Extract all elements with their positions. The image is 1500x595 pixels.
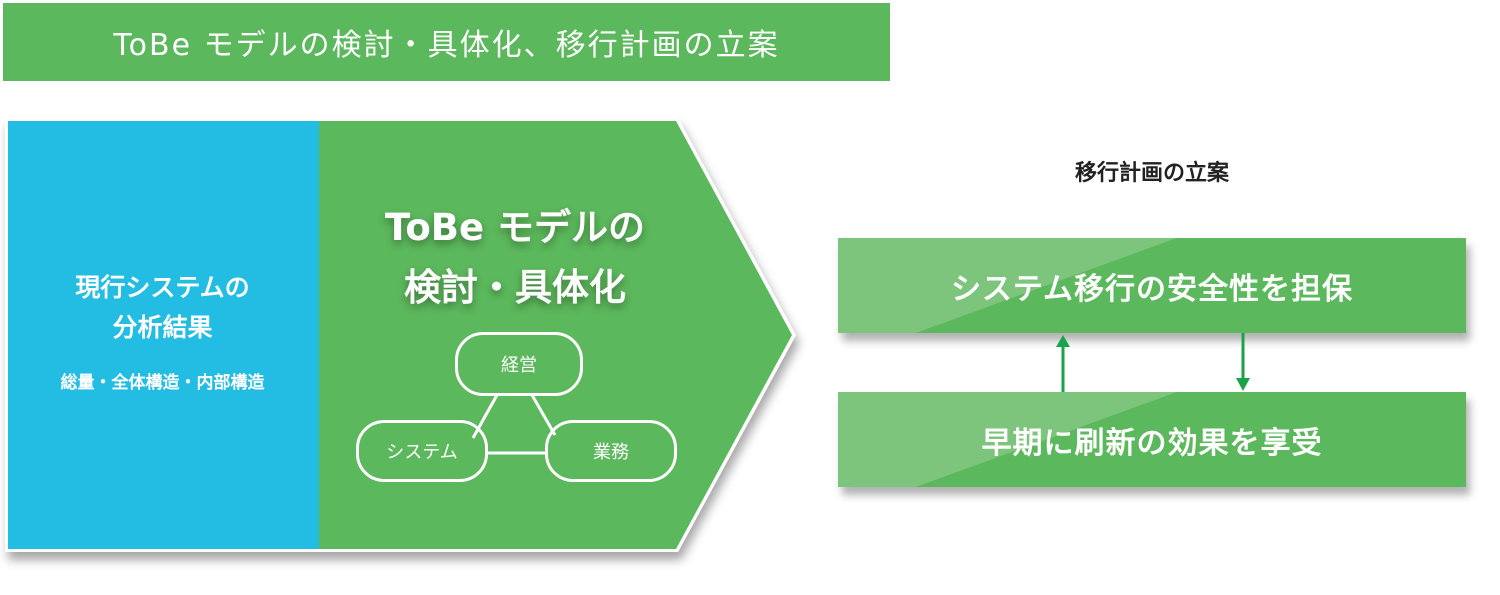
current-title-line: 現行システムの bbox=[75, 273, 250, 302]
arrow-up-icon bbox=[1056, 335, 1070, 392]
plan-box-safety: システム移行の安全性を担保 bbox=[838, 238, 1466, 333]
node-business: 業務 bbox=[545, 420, 677, 482]
node-system: システム bbox=[356, 420, 488, 482]
header-banner: ToBe モデルの検討・具体化、移行計画の立案 bbox=[3, 3, 890, 81]
cycle-arrows bbox=[1056, 333, 1250, 392]
plan-title: 移行計画の立案 bbox=[1074, 161, 1229, 186]
current-panel bbox=[8, 121, 319, 549]
node-management: 経営 bbox=[455, 332, 583, 396]
tobe-title: ToBe モデルの検討・具体化 bbox=[330, 198, 700, 318]
banner-title: ToBe モデルの検討・具体化、移行計画の立案 bbox=[113, 28, 780, 63]
current-subtitle: 総量・全体構造・内部構造 bbox=[60, 373, 265, 393]
current-title: 現行システムの分析結果 bbox=[7, 268, 318, 348]
arrow-down-icon bbox=[1236, 333, 1250, 391]
tobe-title-line: ToBe モデルの bbox=[385, 206, 645, 249]
tobe-title-line: 検討・具体化 bbox=[404, 266, 626, 309]
current-title-line: 分析結果 bbox=[112, 313, 213, 342]
plan-box-benefit: 早期に刷新の効果を享受 bbox=[838, 392, 1466, 487]
